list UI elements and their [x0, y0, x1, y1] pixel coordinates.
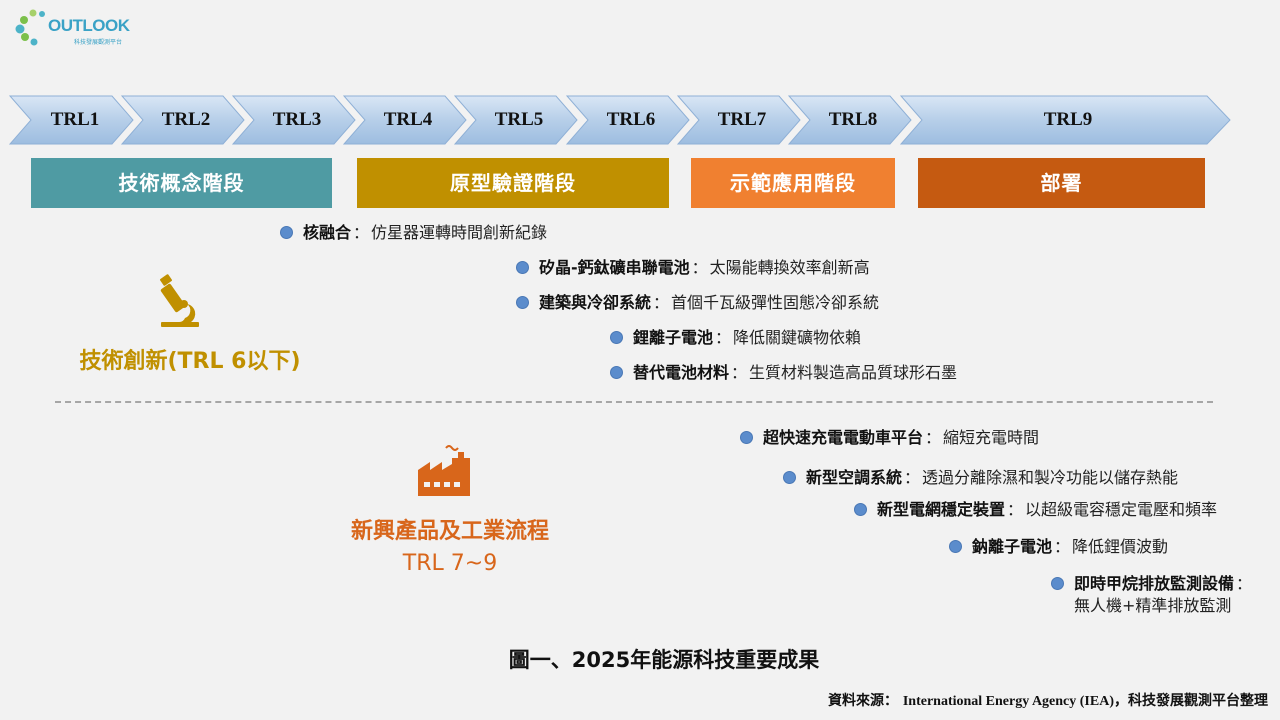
logo-name: OUTLOOK [48, 16, 130, 35]
item-separator: ： [904, 468, 921, 487]
trl8-label: TRL8 [828, 109, 878, 130]
industry-item-air-conditioning: 新型空調系統：透過分離除濕和製冷功能以儲存熱能 [783, 467, 1178, 489]
industry-category-title: 新興產品及工業流程 [350, 519, 549, 544]
trl9-label: TRL9 [1043, 109, 1093, 130]
item-separator: ： [1007, 500, 1024, 519]
item-separator: ： [731, 363, 748, 382]
bullet-dot [783, 471, 796, 484]
trl8-chevron [787, 95, 912, 145]
item-name: 鋰離子電池 [633, 328, 714, 347]
item-separator: ： [925, 428, 942, 447]
item-separator: ： [353, 223, 370, 242]
trl6-label: TRL6 [606, 109, 656, 130]
trl6-chevron [565, 95, 690, 145]
bullet-dot [610, 331, 623, 344]
source-note: 資料來源： International Energy Agency (IEA)，… [828, 690, 1268, 710]
outlook-logo: OUTLOOK 科技發展觀測平台 [14, 4, 134, 48]
item-name: 新型空調系統 [806, 468, 903, 487]
bullet-dot [516, 296, 529, 309]
item-desc: 生質材料製造高品質球形石墨 [749, 363, 958, 382]
item-name: 替代電池材料 [633, 363, 730, 382]
trl2-chevron [120, 95, 245, 145]
trl5-label: TRL5 [494, 109, 544, 130]
trl-chevron-bar [8, 95, 1231, 145]
item-separator: ： [1236, 574, 1253, 593]
trl1-chevron [8, 95, 134, 145]
microscope-icon [160, 274, 199, 327]
item-desc: 仿星器運轉時間創新紀錄 [371, 223, 548, 242]
bullet-dot [516, 261, 529, 274]
trl4-chevron [342, 95, 467, 145]
logo-subtitle: 科技發展觀測平台 [74, 39, 123, 46]
item-name: 核融合 [303, 223, 352, 242]
industry-item-grid-stabilizer: 新型電網穩定裝置：以超級電容穩定電壓和頻率 [854, 499, 1217, 521]
source-org: International Energy Agency (IEA) [902, 694, 1114, 709]
innovation-item-fusion: 核融合：仿星器運轉時間創新紀錄 [280, 222, 547, 244]
item-desc: 透過分離除濕和製冷功能以儲存熱能 [922, 468, 1179, 487]
item-desc: 無人機+精準排放監測 [1074, 596, 1232, 615]
logo-leaf-icon [15, 9, 45, 46]
section-divider [55, 401, 1213, 403]
trl2-label: TRL2 [161, 109, 211, 130]
item-name: 超快速充電電動車平台 [763, 428, 924, 447]
trl3-chevron [231, 95, 356, 145]
item-desc: 以超級電容穩定電壓和頻率 [1025, 500, 1218, 519]
factory-icon [418, 445, 470, 496]
figure-caption: 圖一、2025年能源科技重要成果 [508, 648, 820, 672]
trl4-label: TRL4 [383, 109, 433, 130]
bullet-dot [280, 226, 293, 239]
phase-concept: 技術概念階段 [31, 158, 332, 208]
bullet-dot [854, 503, 867, 516]
phase-demonstration: 示範應用階段 [691, 158, 895, 208]
bullet-dot [610, 366, 623, 379]
trl5-chevron [453, 95, 578, 145]
industry-item-methane-monitoring: 即時甲烷排放監測設備： 無人機+精準排放監測 [1051, 573, 1254, 617]
industry-category-trl: TRL 7~9 [402, 551, 498, 576]
item-desc: 太陽能轉換效率創新高 [709, 258, 870, 277]
industry-item-fast-charging: 超快速充電電動車平台：縮短充電時間 [740, 427, 1039, 449]
source-prefix: 資料來源： [827, 693, 898, 709]
trl9-chevron [899, 95, 1231, 145]
item-name: 新型電網穩定裝置 [877, 500, 1006, 519]
phase-deployment: 部署 [918, 158, 1205, 208]
item-name: 即時甲烷排放監測設備 [1074, 574, 1235, 593]
item-separator: ： [691, 258, 708, 277]
item-name: 矽晶-鈣鈦礦串聯電池 [539, 258, 690, 277]
trl7-chevron [676, 95, 801, 145]
phase-prototype: 原型驗證階段 [357, 158, 669, 208]
bullet-dot [1051, 577, 1064, 590]
innovation-item-cooling: 建築與冷卻系統：首個千瓦級彈性固態冷卻系統 [516, 292, 879, 314]
source-suffix: ，科技發展觀測平台整理 [1114, 693, 1268, 709]
trl1-label: TRL1 [50, 109, 100, 130]
trl7-label: TRL7 [717, 109, 767, 130]
bullet-dot [740, 431, 753, 444]
item-desc: 縮短充電時間 [943, 428, 1040, 447]
item-desc: 首個千瓦級彈性固態冷卻系統 [671, 293, 880, 312]
item-separator: ： [653, 293, 670, 312]
item-separator: ： [1054, 537, 1071, 556]
innovation-item-li-ion: 鋰離子電池：降低關鍵礦物依賴 [610, 327, 861, 349]
innovation-category-title: 技術創新(TRL 6以下) [79, 349, 301, 374]
item-separator: ： [715, 328, 732, 347]
item-desc: 降低鋰價波動 [1072, 537, 1169, 556]
innovation-item-tandem-cell: 矽晶-鈣鈦礦串聯電池：太陽能轉換效率創新高 [516, 257, 870, 279]
item-desc: 降低關鍵礦物依賴 [733, 328, 862, 347]
item-name: 鈉離子電池 [972, 537, 1053, 556]
item-name: 建築與冷卻系統 [539, 293, 652, 312]
bullet-dot [949, 540, 962, 553]
industry-item-sodium-ion: 鈉離子電池：降低鋰價波動 [949, 536, 1168, 558]
trl3-label: TRL3 [272, 109, 322, 130]
innovation-item-alt-battery: 替代電池材料：生質材料製造高品質球形石墨 [610, 362, 957, 384]
